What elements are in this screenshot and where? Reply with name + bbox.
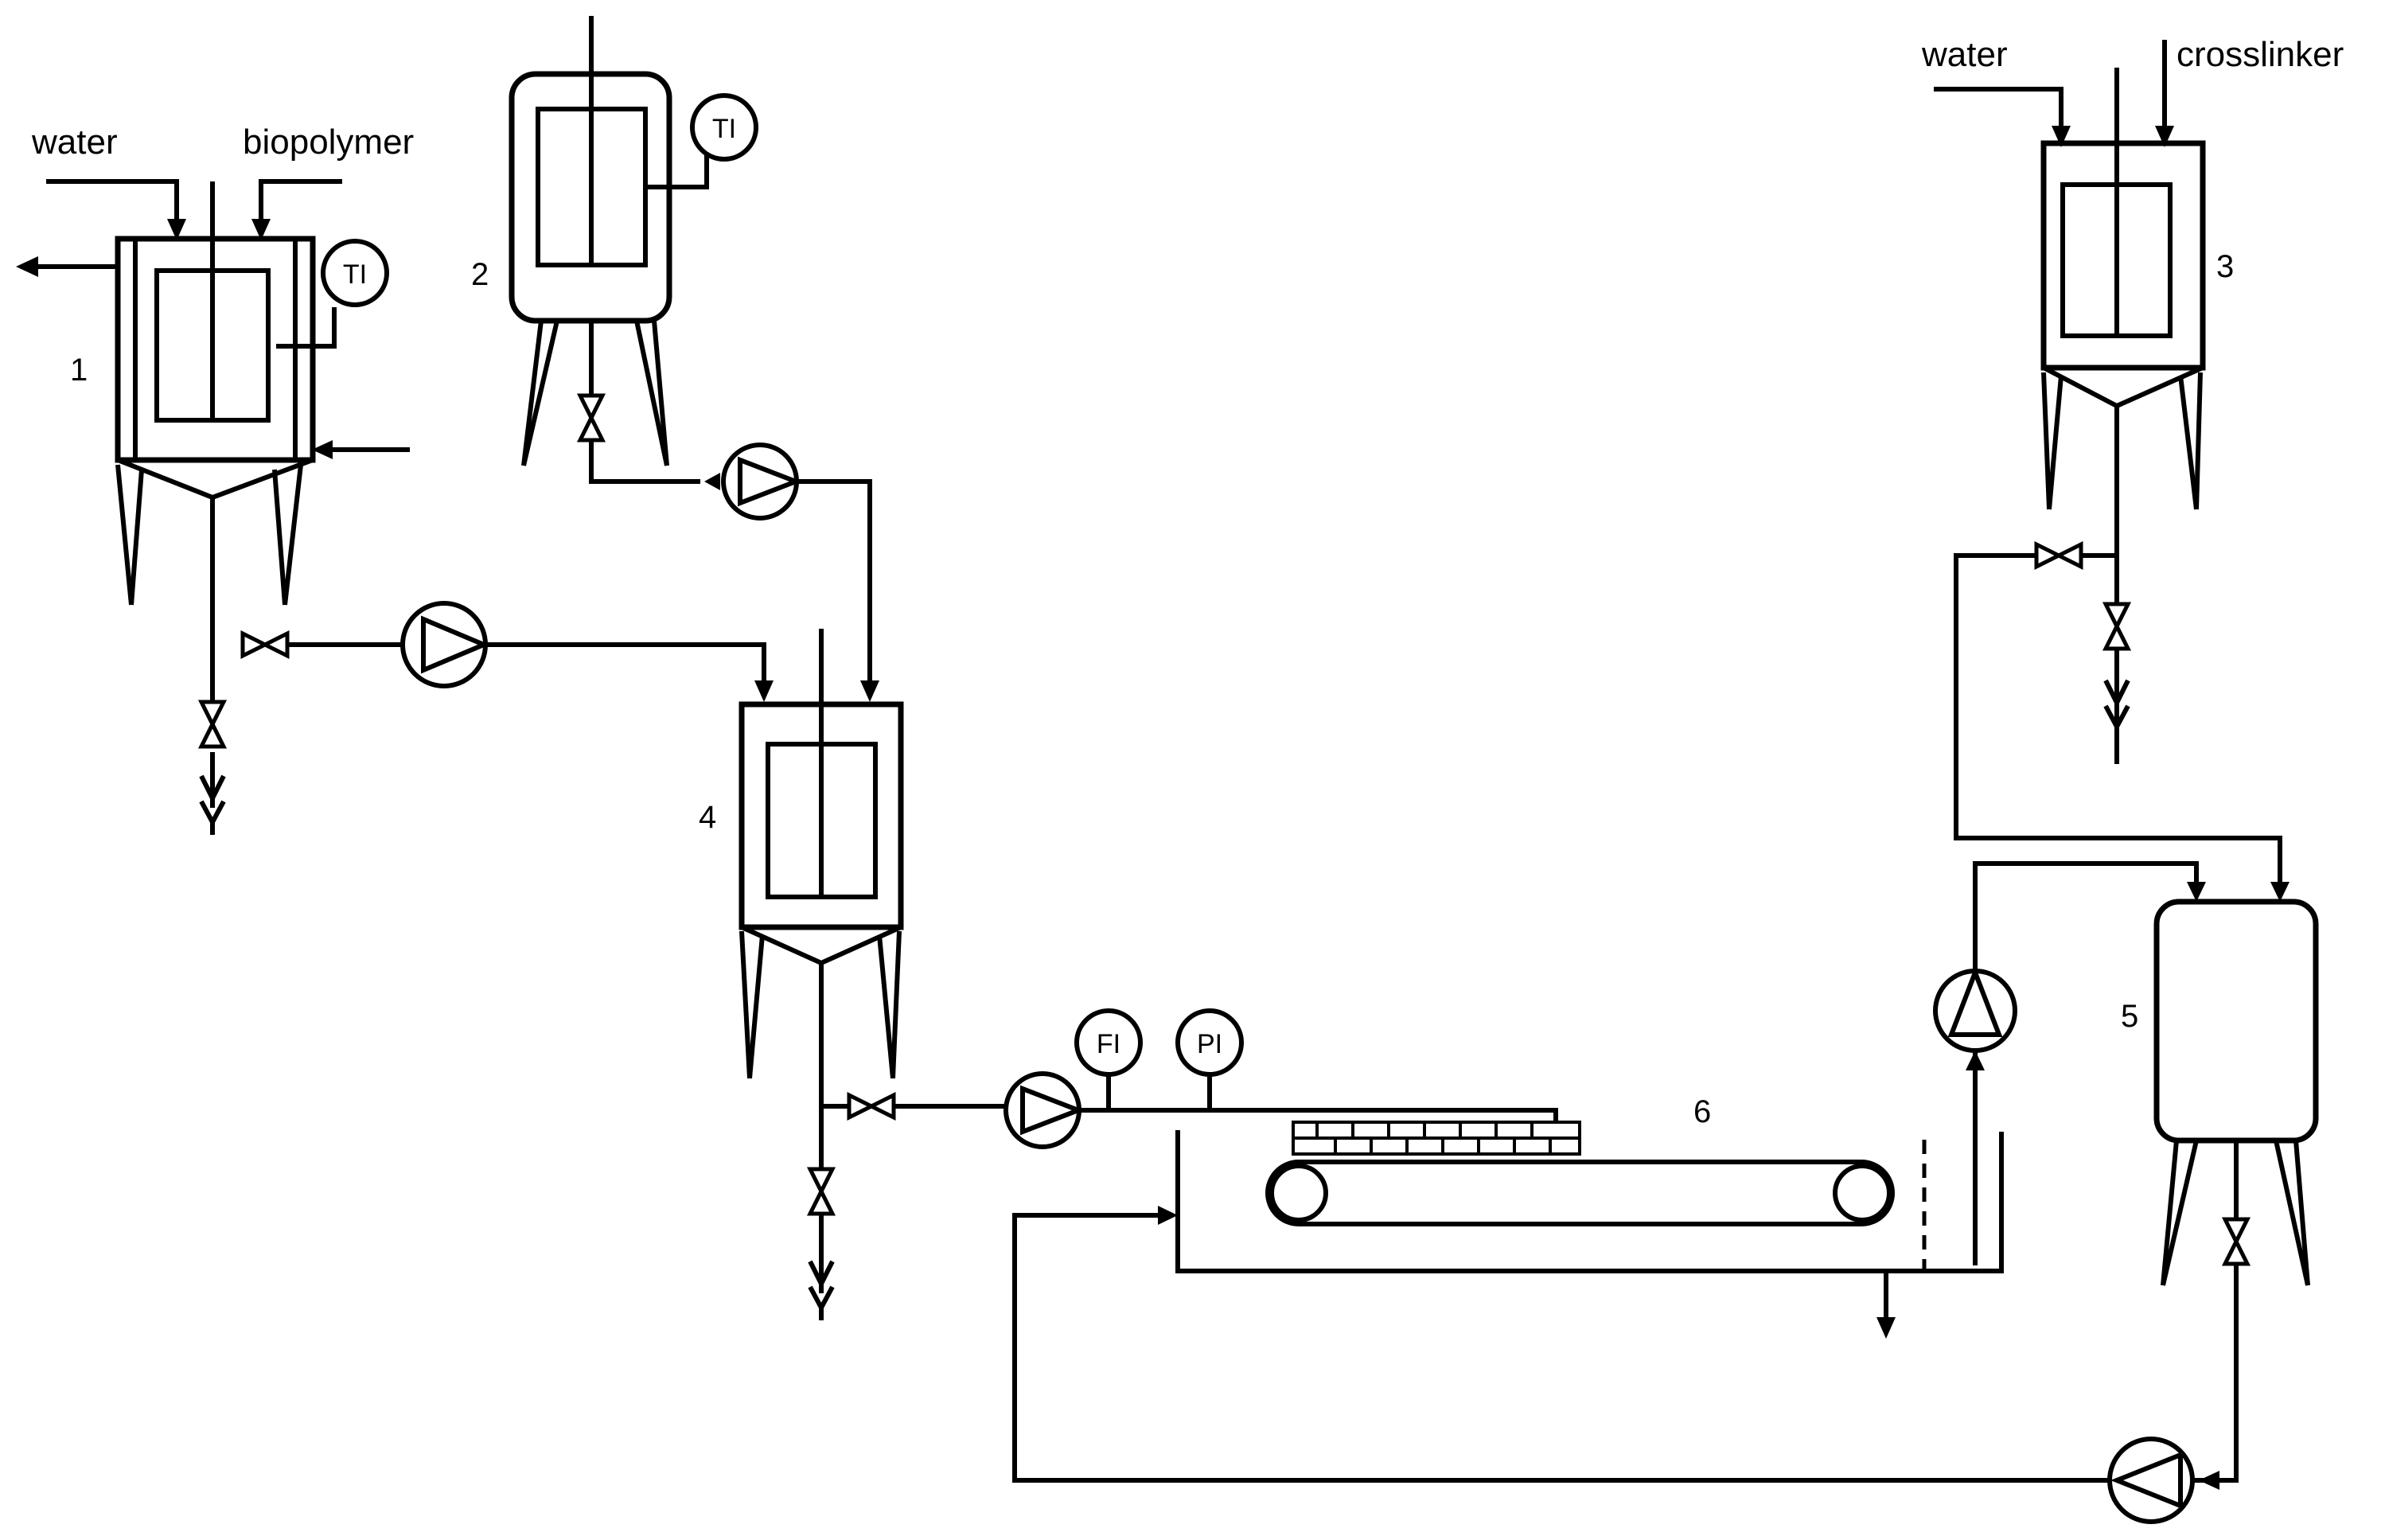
valve-tank4-outlet xyxy=(849,1095,894,1117)
tank-2-number: 2 xyxy=(471,257,489,292)
drain-tank1 xyxy=(201,752,224,835)
pump-tank2 xyxy=(704,443,803,520)
tank-4 xyxy=(738,629,904,1242)
fi-indicator: FI xyxy=(1074,1008,1143,1110)
pump-tank4 xyxy=(1003,1071,1085,1149)
ti-label: TI xyxy=(712,114,736,144)
pi-indicator: PI xyxy=(1175,1008,1244,1110)
water-label-right: water xyxy=(1921,35,2008,74)
drain-tank3 xyxy=(2106,657,2128,739)
valve-tank4-drain xyxy=(810,1169,832,1214)
tank-3-feed-lines xyxy=(1934,40,2174,147)
crosslinker-label: crosslinker xyxy=(2177,35,2344,74)
ti-label: TI xyxy=(343,259,367,290)
pump-tank5 xyxy=(2107,1437,2195,1524)
valve-tank3-outlet xyxy=(2036,544,2081,567)
valve-tank1-drain xyxy=(201,702,224,747)
water-label-left: water xyxy=(31,123,118,162)
tank-3-number: 3 xyxy=(2216,249,2234,284)
belt-number: 6 xyxy=(1693,1094,1711,1129)
tank-5 xyxy=(2153,899,2319,1286)
dispensing-nozzles xyxy=(1292,1121,1581,1156)
tank-2-ti-indicator: TI xyxy=(690,93,758,162)
tank-1-feed-lines xyxy=(16,179,410,459)
pi-label: PI xyxy=(1197,1029,1222,1059)
tank-1-number: 1 xyxy=(70,353,88,388)
valve-tank3-drain xyxy=(2106,604,2128,649)
tank-1-ti-indicator: TI xyxy=(321,239,389,307)
valve-tank2-outlet xyxy=(580,396,602,440)
biopolymer-label: biopolymer xyxy=(243,123,414,162)
valve-tank5-outlet xyxy=(2225,1219,2247,1264)
tank-5-number: 5 xyxy=(2121,999,2138,1034)
tank-3 xyxy=(2040,68,2206,764)
valve-tank1-outlet xyxy=(243,634,287,656)
tank-4-number: 4 xyxy=(699,800,716,835)
tank-1 xyxy=(115,181,337,744)
pump-tank1 xyxy=(400,601,490,688)
conveyor-belt xyxy=(1265,1160,1895,1226)
pump-recirculation xyxy=(1933,965,2017,1053)
drain-tank4 xyxy=(810,1238,832,1320)
collection-bath xyxy=(1175,1130,2004,1339)
fi-label: FI xyxy=(1097,1029,1120,1059)
tank-2 xyxy=(509,16,709,484)
